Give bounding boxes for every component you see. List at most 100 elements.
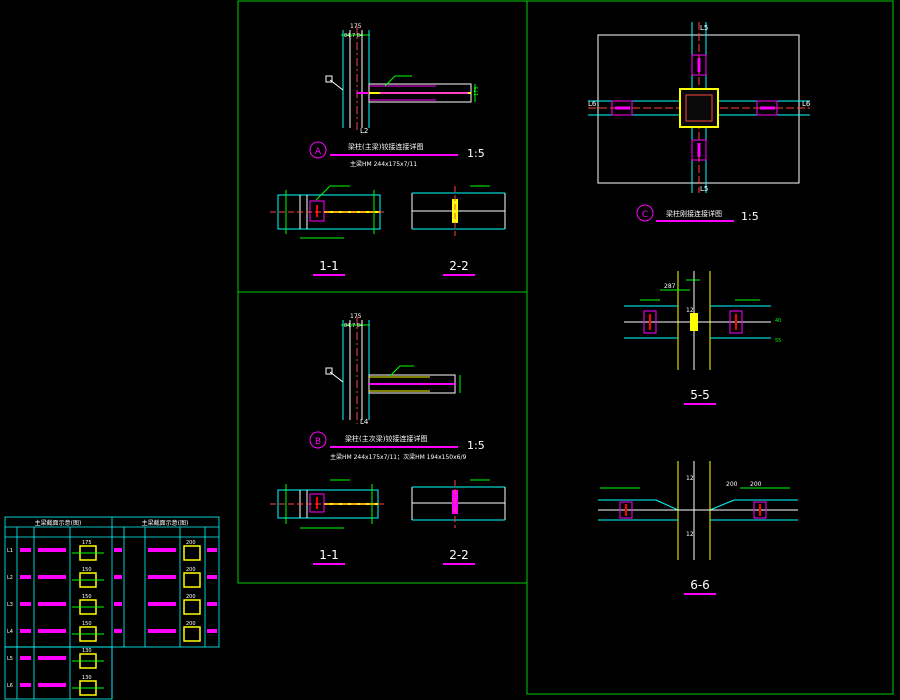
panel-a: 175 84.7 84 175 L2 A 梁柱(主梁)铰接连接详图 1:5 主梁… <box>270 23 506 276</box>
panel-a-sec2-label: 2-2 <box>449 259 469 273</box>
panel-c-sec5-label: 5-5 <box>690 388 710 402</box>
panel-b-marker-circle <box>309 431 327 449</box>
panel-a-section-2-2 <box>411 185 506 236</box>
table-row: L6 130 <box>7 675 104 696</box>
table-row: L5 130 <box>7 648 104 669</box>
panel-c-5-dim-4: 55 <box>775 338 781 344</box>
panel-b-subtitle: 主梁HM 244x175x7/11；次梁HM 194x150x6/9 <box>330 453 467 461</box>
table-row-dim: 130 <box>82 675 92 681</box>
table-row-note <box>207 575 217 579</box>
panel-a-scale: 1:5 <box>467 147 485 160</box>
table-row-section-icon <box>183 545 201 561</box>
panel-a-sec1-label: 1-1 <box>319 259 339 273</box>
table-row-mark <box>20 656 31 660</box>
panel-c-label-bottom: L5 <box>700 185 708 193</box>
table-row-label: L3 <box>7 602 13 608</box>
panel-a-subtitle: 主梁HM 244x175x7/11 <box>350 160 417 168</box>
table-row-desc <box>38 683 66 687</box>
table-row-note <box>207 629 217 633</box>
table-row-note <box>207 548 217 552</box>
table-row-section-icon <box>183 599 201 615</box>
table-row-dim: 200 <box>186 594 196 600</box>
table-row: 200 <box>114 621 217 642</box>
table-row-label: L1 <box>7 548 13 554</box>
panel-c-scale: 1:5 <box>741 210 759 223</box>
panel-c-sec6-label: 6-6 <box>690 578 710 592</box>
table-row-dim: 150 <box>82 567 92 573</box>
table-row-mark <box>20 683 31 687</box>
panel-b-tag: L4 <box>360 418 369 426</box>
panel-a-dim-top: 175 <box>350 23 362 30</box>
table-row-section-icon <box>183 572 201 588</box>
panel-a-marker-circle <box>309 141 327 159</box>
panel-c-5-dim-3: 40 <box>775 318 781 324</box>
table-row: 200 <box>114 540 217 561</box>
panel-b-title: 梁柱(主次梁)铰接连接详图 <box>345 434 427 443</box>
table-row-desc <box>148 602 176 606</box>
panel-frames <box>237 0 894 695</box>
panel-c-6-dim-4: 12 <box>686 531 694 538</box>
panel-c-5-dim-2: 12 <box>686 307 694 314</box>
table-row-note <box>207 602 217 606</box>
table-row-mark <box>20 629 31 633</box>
panel-c-6-dim-1: 12 <box>686 475 694 482</box>
table-left-title: 主梁截面示意(图) <box>35 519 82 527</box>
panel-b: 175 84.7 84 L4 B 梁柱(主次梁)铰接连接详图 1:5 主梁HM … <box>270 313 506 565</box>
panel-c-5-dim-1: 287 <box>664 283 676 290</box>
table-row-dim: 200 <box>186 540 196 546</box>
panel-b-elevation: 175 84.7 84 L4 <box>325 313 461 426</box>
frame-panel-c <box>526 0 894 695</box>
table-row-mark <box>20 548 31 552</box>
panel-a-section-1-1 <box>270 185 386 239</box>
panel-c-6-dim-2: 200 <box>726 481 738 488</box>
table-row-mark <box>20 602 31 606</box>
panel-a-marker: A <box>315 147 322 157</box>
panel-a-title: 梁柱(主梁)铰接连接详图 <box>348 142 423 151</box>
table-row-desc <box>148 548 176 552</box>
panel-b-sec1-label: 1-1 <box>319 548 339 562</box>
section-table: 主梁截面示意(图) 主梁截面示意(图) L1175L2150L3150L4150… <box>4 516 220 700</box>
table-row-desc <box>38 629 66 633</box>
table-row-desc <box>38 548 66 552</box>
table-row-label: L6 <box>7 683 13 689</box>
table-row-dim: 150 <box>82 594 92 600</box>
table-row-dim: 150 <box>82 621 92 627</box>
panel-c-title: 梁柱刚接连接详图 <box>666 209 722 218</box>
panel-a-dim-right: 175 <box>474 86 480 96</box>
table-right-title: 主梁截面示意(图) <box>142 519 189 527</box>
table-row-label: L2 <box>7 575 13 581</box>
panel-c-marker: C <box>642 210 648 220</box>
panel-c-label-left: L6 <box>588 100 597 108</box>
table-row-mark <box>114 575 122 579</box>
panel-c-label-top: L5 <box>700 24 708 32</box>
panel-b-dim-top2: 84.7 84 <box>344 323 363 329</box>
panel-a-tag: L2 <box>360 127 368 135</box>
table-row: 200 <box>114 567 217 588</box>
panel-c-label-right: L6 <box>802 100 811 108</box>
table-row: L4 150 <box>7 621 104 642</box>
panel-c: L5 L5 L6 L6 C 梁柱刚接连接详图 1:5 <box>588 22 811 595</box>
table-row-dim: 200 <box>186 621 196 627</box>
panel-a-elevation: 175 84.7 84 175 L2 <box>325 23 480 135</box>
table-row: L2 150 <box>7 567 104 588</box>
panel-c-marker-circle <box>636 204 654 222</box>
table-row-mark <box>114 548 122 552</box>
table-row-dim: 130 <box>82 648 92 654</box>
panel-a-dim-top2: 84.7 84 <box>344 33 363 39</box>
table-row-mark <box>114 602 122 606</box>
table-row-mark <box>114 629 122 633</box>
table-row-desc <box>38 602 66 606</box>
panel-b-scale: 1:5 <box>467 439 485 452</box>
table-row-label: L4 <box>7 629 13 635</box>
table-row: L3 150 <box>7 594 104 615</box>
panel-b-section-1-1 <box>270 479 384 529</box>
table-row-desc <box>148 575 176 579</box>
table-row-label: L5 <box>7 656 13 662</box>
table-row-section-icon <box>183 626 201 642</box>
table-grid <box>4 516 220 700</box>
panel-c-plan: L5 L5 L6 L6 <box>588 22 811 193</box>
table-rows: L1175L2150L3150L4150L5130L61302002002002… <box>7 540 217 696</box>
table-row-desc <box>38 575 66 579</box>
